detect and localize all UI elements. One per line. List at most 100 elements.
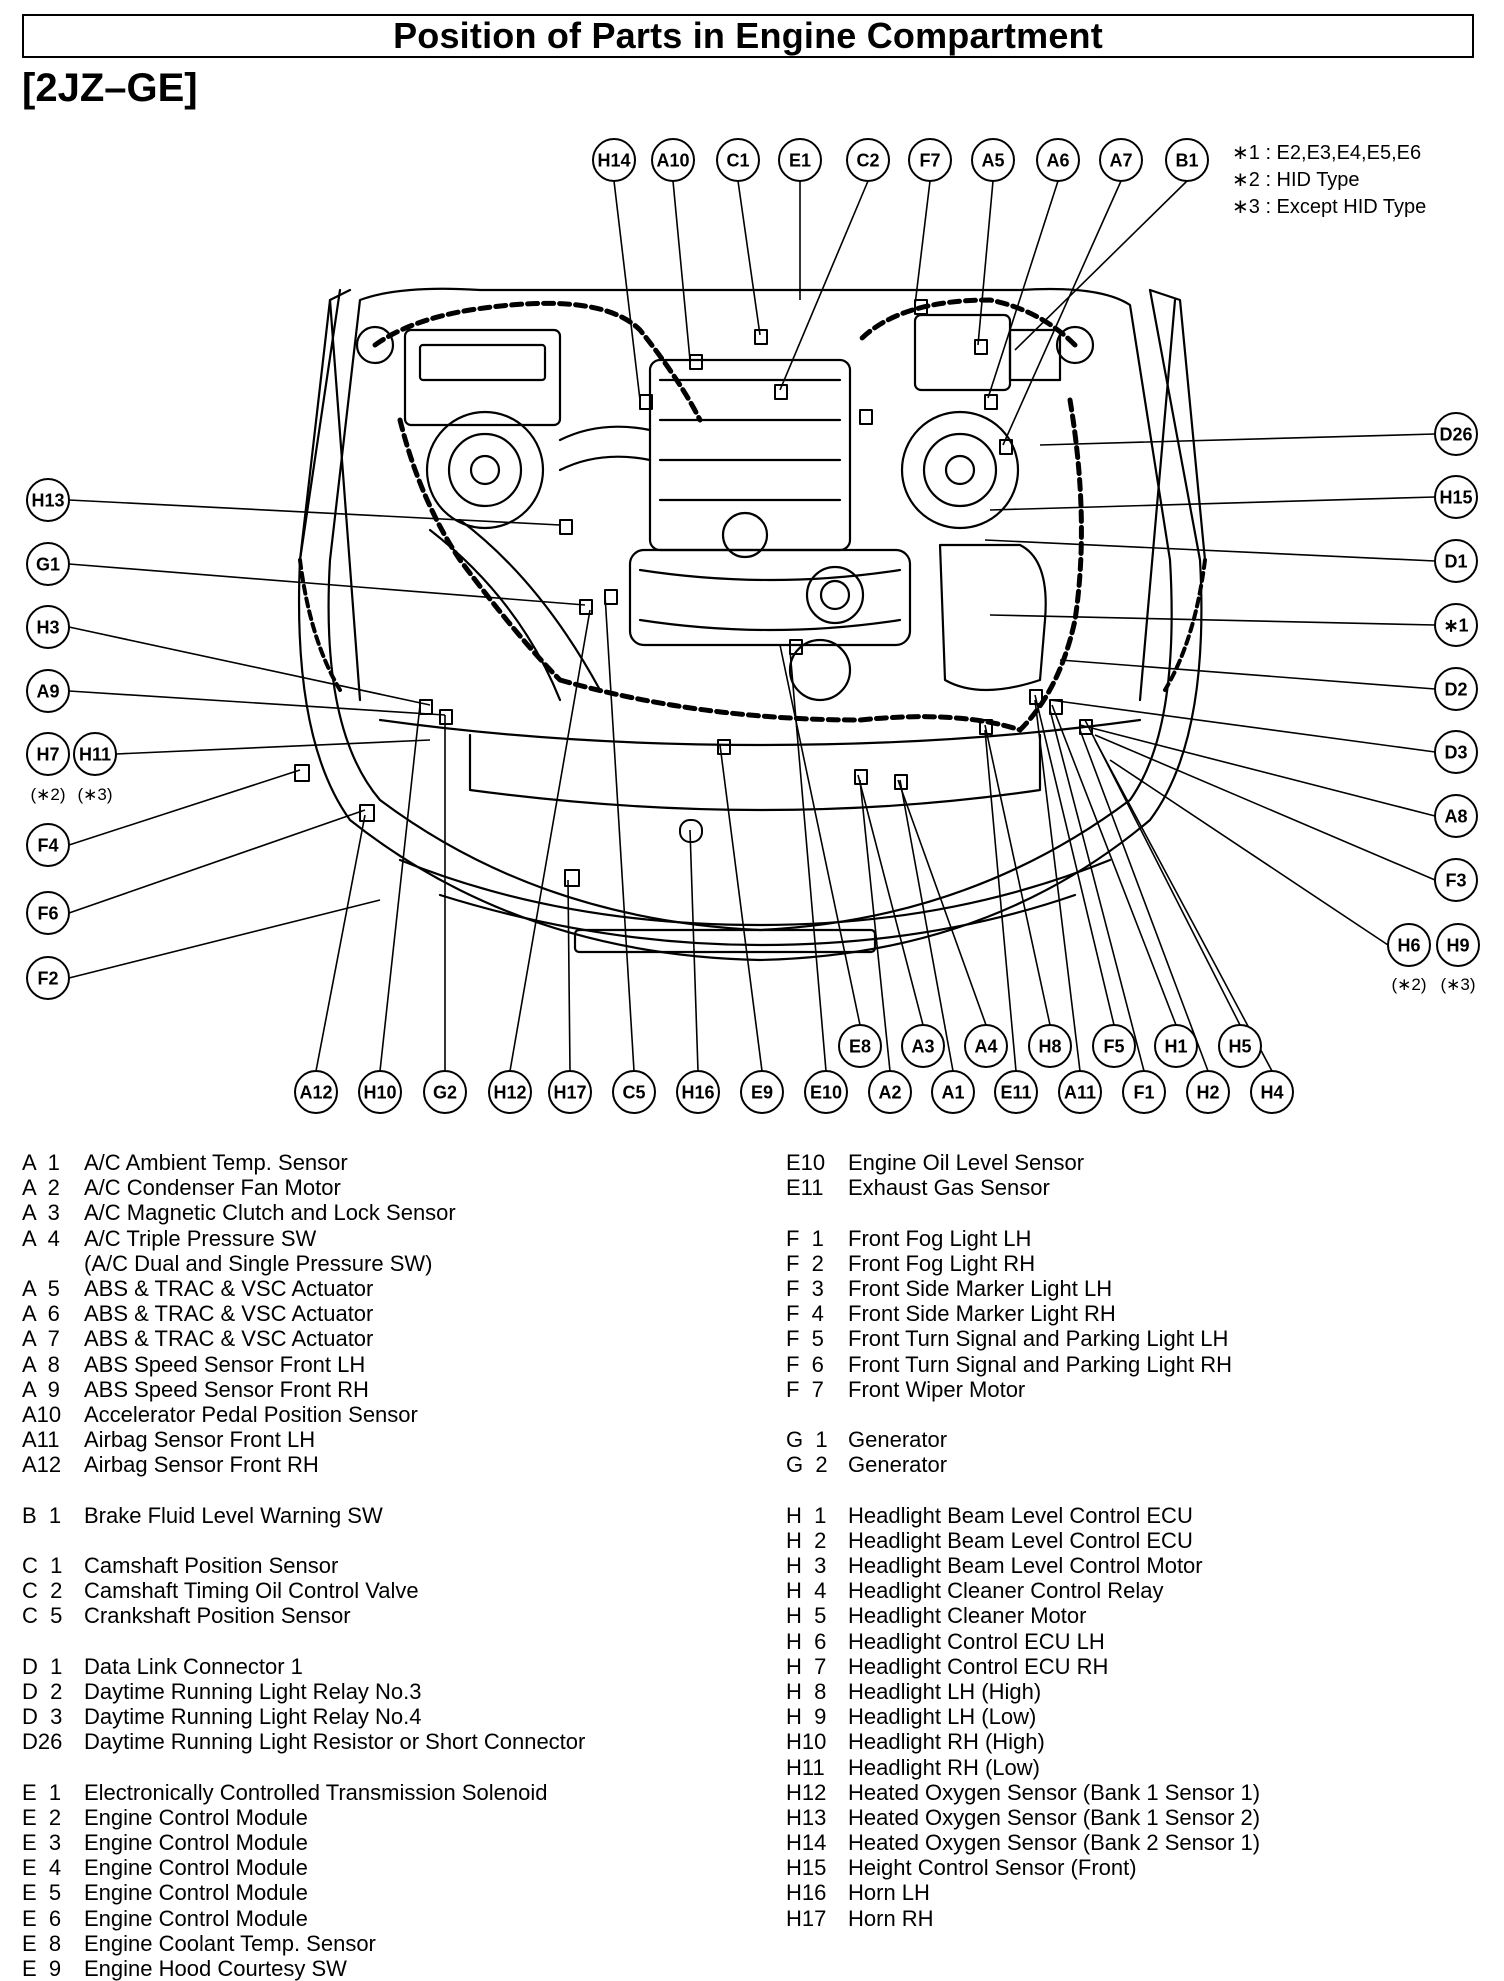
legend-code: H12 <box>786 1779 827 1805</box>
callout-label: D2 <box>1444 680 1467 700</box>
legend-code: E 8 <box>22 1930 62 1956</box>
callout-label: G2 <box>433 1083 457 1103</box>
callout-h8: H8 <box>1028 1024 1072 1068</box>
legend-code: A 9 <box>22 1376 60 1402</box>
callout-label: A2 <box>878 1083 901 1103</box>
leader-line <box>857 774 924 1026</box>
leader-line <box>914 180 931 306</box>
callout-e10: E10 <box>804 1070 848 1114</box>
legend-description: Camshaft Position Sensor <box>84 1553 339 1578</box>
legend-description: Engine Hood Courtesy SW <box>84 1956 347 1981</box>
legend-code: G 2 <box>786 1452 828 1478</box>
leader-line <box>977 180 994 346</box>
callout-circle <box>994 1070 1038 1114</box>
callout-a10: A10 <box>651 138 695 182</box>
callout-label: A11 <box>1064 1083 1096 1103</box>
callout-e9: E9 <box>740 1070 784 1114</box>
legend-description: ABS Speed Sensor Front LH <box>84 1351 366 1377</box>
legend-code: F 6 <box>786 1351 824 1377</box>
legend-description: A/C Condenser Fan Motor <box>84 1175 341 1201</box>
legend-code: F 2 <box>786 1250 824 1276</box>
legend-code: A 7 <box>22 1326 60 1352</box>
callout-f6: F6 <box>26 891 70 935</box>
callout-a1: A1 <box>931 1070 975 1114</box>
callout-circle <box>1434 539 1478 583</box>
legend-description: A/C Triple Pressure SW <box>84 1225 317 1251</box>
legend-code: A 3 <box>22 1200 60 1226</box>
callout-circle <box>1250 1070 1294 1114</box>
legend-code: D26 <box>22 1729 63 1755</box>
legend-code: F 4 <box>786 1301 824 1327</box>
legend-code: F 5 <box>786 1326 824 1352</box>
callout-a8: A8 <box>1434 794 1478 838</box>
leader-line <box>68 626 431 706</box>
callout-h2: H2 <box>1186 1070 1230 1114</box>
leader-line <box>1039 433 1436 446</box>
legend-code: C 5 <box>22 1603 63 1629</box>
footnotes: ∗1 : E2,E3,E4,E5,E6 ∗2 : HID Type ∗3 : E… <box>1232 140 1426 221</box>
callout-circle <box>1434 603 1478 647</box>
callout-h16: H16 <box>676 1070 720 1114</box>
legend-item: (A/C Dual and Single Pressure SW) <box>22 1251 585 1276</box>
callout-a12: A12 <box>294 1070 338 1114</box>
legend-code <box>22 1251 84 1276</box>
callout-label: A1 <box>941 1083 964 1103</box>
wiring-harness <box>372 297 1084 733</box>
leader-line <box>737 180 761 336</box>
callout-circle <box>1434 794 1478 838</box>
callout-circle <box>488 1070 532 1114</box>
callout-note: (∗3) <box>1440 975 1475 994</box>
legend-description: ABS & TRAC & VSC Actuator <box>84 1275 374 1301</box>
callout-label: H6 <box>1397 936 1420 956</box>
callout-label: G1 <box>36 555 60 575</box>
callout-label: E11 <box>1000 1083 1031 1103</box>
leader-line <box>1079 729 1209 1072</box>
legend-code: A 5 <box>22 1275 60 1301</box>
callout-circle <box>804 1070 848 1114</box>
callout-circle <box>1058 1070 1102 1114</box>
callout-circle <box>73 732 117 776</box>
legend-code: D 3 <box>22 1704 63 1730</box>
legend-code: D 1 <box>22 1653 63 1679</box>
callout-d2: D2 <box>1434 667 1478 711</box>
legend-description: Height Control Sensor (Front) <box>848 1855 1137 1881</box>
callout-circle <box>26 732 70 776</box>
callout-e8: E8 <box>838 1024 882 1068</box>
legend-description: Airbag Sensor Front LH <box>84 1427 316 1453</box>
legend-description: Headlight Cleaner Motor <box>848 1603 1087 1629</box>
legend-code: H17 <box>786 1905 827 1931</box>
callout-label: F6 <box>37 904 58 924</box>
legend-spacer <box>786 1477 1260 1502</box>
legend-code: A 1 <box>22 1150 60 1175</box>
legend-code: H16 <box>786 1880 827 1906</box>
leader-line <box>987 180 1059 399</box>
callout-f2: F2 <box>26 956 70 1000</box>
callout-label: H15 <box>1439 488 1472 508</box>
callout-label: D1 <box>1444 552 1467 572</box>
callout-circle <box>548 1070 592 1114</box>
leader-line <box>68 690 446 716</box>
leader-line <box>1059 659 1436 690</box>
leader-line <box>68 899 381 979</box>
legend-description: (A/C Dual and Single Pressure SW) <box>84 1250 433 1276</box>
legend-description: Engine Coolant Temp. Sensor <box>84 1930 376 1956</box>
legend-description: Headlight Beam Level Control ECU <box>848 1527 1193 1553</box>
legend-code: E11 <box>786 1175 824 1201</box>
callout-label: H7 <box>36 745 59 765</box>
legend-item: A 5 ABS & TRAC & VSC Actuator <box>22 1276 585 1301</box>
legend-code: H13 <box>786 1804 827 1830</box>
